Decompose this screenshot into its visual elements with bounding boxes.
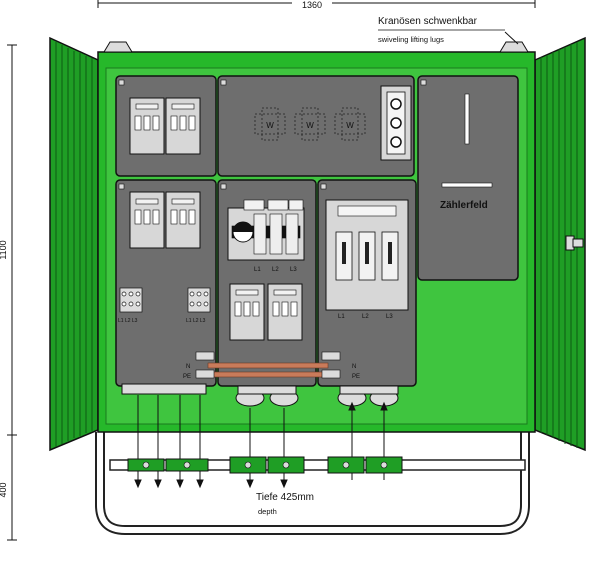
busbar-terminals	[195, 351, 341, 379]
fuse-marker-2: W	[306, 121, 314, 130]
meter-label-l1: L1	[338, 314, 345, 320]
meter-connection-block	[325, 199, 409, 311]
neutral-label-right: N	[352, 364, 356, 370]
fuse-block-left-lower	[129, 191, 201, 249]
pe-label-left: PE	[183, 374, 191, 380]
neutral-label-left: N	[186, 364, 190, 370]
depth-label-de: Tiefe 425mm	[256, 492, 314, 503]
terminal-label-left-a: L1 L2 L3	[118, 318, 138, 324]
dimension-height	[7, 44, 17, 541]
meter-label-l2: L2	[362, 314, 369, 320]
busbar-n	[207, 362, 329, 369]
base-tube-frame	[95, 432, 530, 535]
socket-stack	[380, 85, 412, 161]
lifting-lugs-label-de: Kranösen schwenkbar	[378, 16, 478, 27]
base-height-label: 400	[0, 482, 8, 497]
main-switch-disconnector	[227, 199, 305, 261]
panel-top-middle	[217, 75, 415, 177]
meter-bar	[441, 182, 493, 188]
fuse-block-top-left	[129, 97, 201, 155]
breaker-label-l2: L2	[272, 267, 279, 273]
pe-label-right: PE	[352, 374, 360, 380]
height-label: 1100	[0, 240, 8, 259]
breaker-label-l3: L3	[290, 267, 297, 273]
door-handle[interactable]	[565, 235, 584, 251]
panel-meter-field	[417, 75, 519, 281]
meter-slot	[464, 93, 470, 145]
breaker-label-l1: L1	[254, 267, 261, 273]
fuse-marker-1: W	[266, 121, 274, 130]
depth-label-en: depth	[258, 507, 277, 516]
ground-rail	[109, 459, 526, 471]
terminal-block-left-b	[187, 287, 211, 313]
terminal-label-left-b: L1 L2 L3	[186, 318, 206, 324]
fuse-markers	[254, 107, 366, 141]
meter-field-label: Zählerfeld	[440, 200, 488, 211]
lifting-lug-left	[103, 41, 133, 53]
busbar-pe	[207, 371, 329, 378]
fuse-block-middle-lower	[229, 283, 303, 341]
lifting-lug-right	[499, 41, 529, 53]
fuse-marker-3: W	[346, 121, 354, 130]
rail-clamps	[127, 456, 403, 474]
cable-glands	[121, 383, 399, 407]
width-label: 1360	[302, 0, 322, 10]
lifting-lugs-label-en: swiveling lifting lugs	[378, 35, 444, 44]
terminal-block-left-a	[119, 287, 143, 313]
meter-label-l3: L3	[386, 314, 393, 320]
